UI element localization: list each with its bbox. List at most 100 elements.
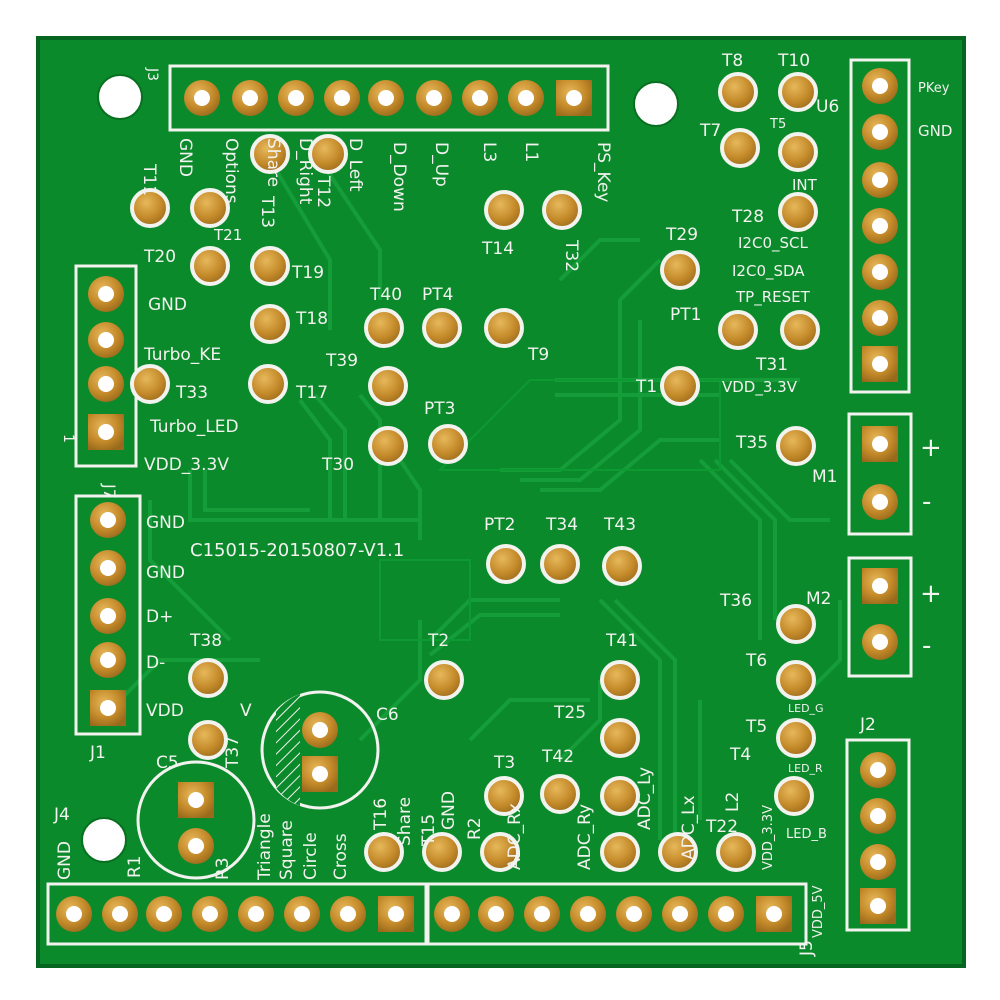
j5-pin-6-hole [672,906,688,922]
tp-t28 [778,192,818,232]
tp-label-t3: T3 [493,753,515,773]
tp-label-t13: T13 [257,195,277,228]
j3-pin-6-hole [426,90,442,106]
label-cross: Cross [331,833,351,880]
j5-pin-5-hole [626,906,642,922]
j3-pin-7-hole [472,90,488,106]
j7-pin-4-hole [98,424,114,440]
board-edge-shadow [36,36,966,968]
connector-j4 [46,882,428,946]
tp-t8 [718,72,758,112]
j5-pin-7-hole [718,906,734,922]
connector-j3 [168,64,610,132]
tp-label-pt3: PT3 [424,399,455,419]
tp-pt2 [486,544,526,584]
j4-pin-2-hole [112,906,128,922]
tp-t9 [484,308,524,348]
tp-adc-ry [600,776,640,816]
label-right-gnd: GND [918,122,952,140]
j4-pin-5-hole [248,906,264,922]
tp-label-t7: T7 [699,121,721,141]
label-i2c0-scl: I2C0_SCL [738,234,808,253]
tp-label-t30: T30 [321,455,354,475]
j3-pin-2-hole [242,90,258,106]
j4-pin-6-hole [294,906,310,922]
tp-t43 [602,546,642,586]
tp-adc-ly [658,832,698,872]
connector-j2 [845,738,911,932]
tp-label-u6: U6 [816,97,839,117]
label-j3-l1: L1 [521,142,541,162]
j3-pin-4-hole [334,90,350,106]
tp-r2 [480,832,520,872]
label-j3-l3: L3 [479,142,499,162]
tp-label-t32: T32 [561,239,581,272]
tp-label-t16: T16 [371,798,391,831]
tp-t38 [188,658,228,698]
j7-pin-2-hole [98,332,114,348]
label-j1-gnd-2: GND [146,563,185,583]
label-m2: M2 [806,589,831,609]
label-j1-dplus: D+ [146,607,173,627]
tp-t3 [484,776,524,816]
j2-pin-2-hole [870,808,886,824]
label-j1-dminus: D- [146,653,165,673]
tp-pt4 [422,308,462,348]
connector-j5 [426,882,808,946]
j4-pin-1-hole [66,906,82,922]
tp-label-pt4: PT4 [422,285,453,305]
label-j3: J3 [144,67,160,81]
label-turbo-led: Turbo_LED [149,417,239,437]
tp-t5 [776,718,816,758]
m2-pin-2-hole [872,634,888,650]
tp-label-t42: T42 [541,747,574,767]
label-turbo-ke: Turbo_KE [143,345,221,365]
tp-label-t36: T36 [719,591,752,611]
tp-t1 [660,366,700,406]
mounting-hole-bottom-left [81,817,127,863]
tp-label-t22: T22 [705,817,738,837]
tp-label-t4: T4 [729,745,751,765]
label-r1: R1 [125,855,145,878]
label-j7-one: 1 [60,434,76,443]
label-share-bottom: Share [395,797,415,846]
j2-pin-3-hole [870,854,886,870]
tp-label-t38: T38 [189,631,222,651]
tp-label-t19: T19 [291,263,324,283]
right-header-pin-5-hole [872,264,888,280]
tp-label-t28: T28 [731,207,764,227]
label-j5-gnd: GND [439,791,459,830]
tp-label-t15: T15 [419,814,439,847]
c6-pad-2-hole [312,766,328,782]
tp-label-t25: T25 [553,703,586,723]
label-l2: L2 [723,792,743,812]
label-j3-d-right: D_Right [295,138,315,205]
tp-t21 [190,246,230,286]
label-j7-gnd: GND [148,295,187,315]
m1-pin-2-hole [872,494,888,510]
tp-label-t5u: T5 [769,117,786,132]
label-c6: C6 [376,705,399,725]
label-j1-vdd: VDD [146,701,184,721]
j5-pin-8-hole [766,906,782,922]
tp-t25 [600,718,640,758]
tp-t31 [780,310,820,350]
right-header-pin-2-hole [872,124,888,140]
tp-t22 [716,832,756,872]
right-header-pin-4-hole [872,218,888,234]
j5-pin-2-hole [488,906,504,922]
label-j3-d-down: D_Down [389,142,409,212]
tp-label-t34: T34 [545,515,578,535]
right-header-pin-6-hole [872,310,888,326]
label-m2-plus: + [920,579,942,609]
j3-pin-5-hole [378,90,394,106]
tp-label-t31: T31 [755,355,788,375]
tp-label-t2: T2 [427,631,449,651]
label-j4: J4 [53,805,70,825]
label-square: Square [277,820,297,880]
connector-j1 [74,494,142,736]
label-j3-d-up: D_Up [431,142,451,187]
tp-label-t39: T39 [325,351,358,371]
label-r3: R3 [213,857,233,880]
tp-label-t21: T21 [213,226,242,244]
